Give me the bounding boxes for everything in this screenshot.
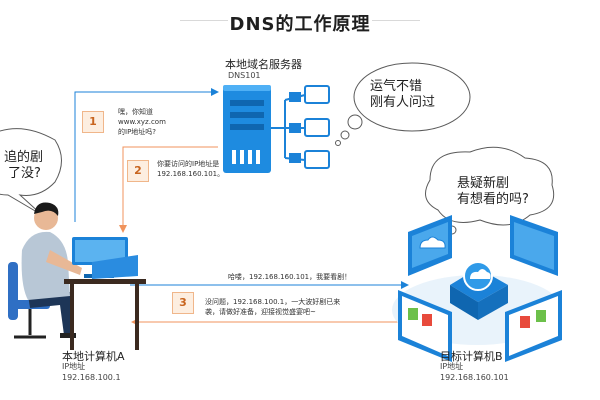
dns-server-name: 本地域名服务器 xyxy=(225,58,302,71)
target-pc-ip: 192.168.160.101 xyxy=(440,373,509,382)
arrow-query-to-dns xyxy=(74,88,219,222)
message-4-line-2: 袭，请做好准备，迎接视觉盛宴吧~ xyxy=(205,308,316,316)
dns-thought-bubble xyxy=(335,62,471,146)
local-speech-bubble xyxy=(0,128,62,216)
dns-thought-line-2: 刚有人问过 xyxy=(370,95,436,110)
target-thought-line-2: 有想看的吗? xyxy=(457,192,529,207)
dns-server-icon xyxy=(223,85,271,173)
message-1-line-3: 的IP地址吗? xyxy=(118,128,157,136)
message-3: 哈喽，192.168.160.101，我要看剧！ xyxy=(228,273,352,281)
message-1-line-2: www.xyz.com xyxy=(118,118,166,126)
local-pc-ip-label: IP地址 xyxy=(62,362,86,371)
target-computer-illustration xyxy=(392,215,562,362)
message-1-line-1: 嘿，你知道 xyxy=(118,108,153,116)
local-speech-line-2: 了没? xyxy=(8,166,41,181)
arrow-dns-reply xyxy=(119,146,218,233)
step-badge-3: 3 xyxy=(172,292,194,314)
message-4-line-1: 没问题，192.168.100.1，一大波好剧已来 xyxy=(205,298,341,306)
target-pc-name: 目标计算机B xyxy=(440,350,503,363)
local-pc-name: 本地计算机A xyxy=(62,350,125,363)
dns-server-id: DNS101 xyxy=(228,71,261,80)
step-badge-2: 2 xyxy=(127,160,149,182)
message-2-line-1: 你要访问的IP地址是 xyxy=(157,160,220,168)
page-title: DNS的工作原理 xyxy=(229,14,371,35)
dns-client-monitors xyxy=(289,85,330,169)
title-rule-left xyxy=(180,20,228,21)
target-pc-ip-label: IP地址 xyxy=(440,362,464,371)
title-rule-right xyxy=(372,20,420,21)
target-thought-line-1: 悬疑新剧 xyxy=(457,176,510,191)
dns-thought-line-1: 运气不错 xyxy=(370,79,423,94)
person-at-desk-illustration xyxy=(8,202,146,350)
local-speech-line-1: 追的剧 xyxy=(4,150,44,165)
message-2-line-2: 192.168.160.101。 xyxy=(157,170,225,178)
local-pc-ip: 192.168.100.1 xyxy=(62,373,121,382)
step-badge-1: 1 xyxy=(82,111,104,133)
